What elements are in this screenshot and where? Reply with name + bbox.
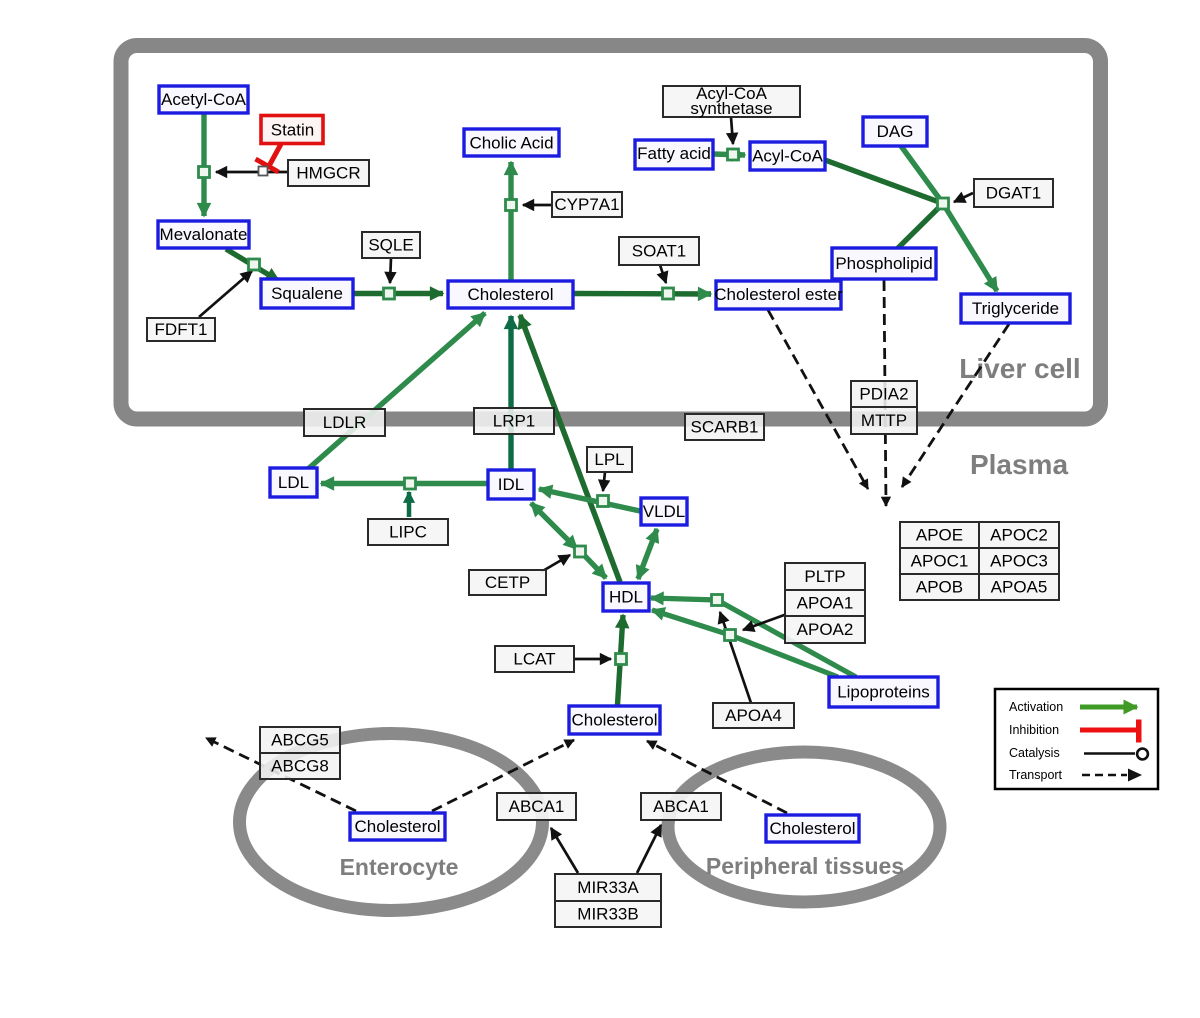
svg-text:APOA1: APOA1 [797, 594, 854, 613]
svg-text:Transport: Transport [1009, 768, 1063, 782]
svg-text:LDL: LDL [278, 473, 309, 492]
svg-text:APOC3: APOC3 [990, 552, 1048, 571]
svg-text:CYP7A1: CYP7A1 [554, 195, 619, 214]
svg-text:ABCG5: ABCG5 [271, 731, 329, 750]
svg-text:APOA4: APOA4 [725, 706, 782, 725]
svg-text:MTTP: MTTP [861, 411, 907, 430]
svg-text:LIPC: LIPC [389, 523, 427, 542]
svg-text:LRP1: LRP1 [493, 412, 536, 431]
svg-text:IDL: IDL [498, 475, 524, 494]
svg-text:SQLE: SQLE [368, 236, 413, 255]
svg-text:PDIA2: PDIA2 [859, 385, 908, 404]
svg-text:PLTP: PLTP [804, 567, 845, 586]
svg-text:Statin: Statin [271, 121, 314, 140]
svg-text:MIR33B: MIR33B [577, 905, 638, 924]
svg-text:Enterocyte: Enterocyte [340, 854, 459, 880]
svg-text:Liver cell: Liver cell [959, 353, 1080, 384]
svg-text:Phospholipid: Phospholipid [835, 254, 932, 273]
svg-text:Fatty acid: Fatty acid [637, 144, 711, 163]
svg-text:ABCA1: ABCA1 [653, 797, 709, 816]
svg-text:APOA5: APOA5 [991, 578, 1048, 597]
svg-text:ABCA1: ABCA1 [509, 797, 565, 816]
svg-text:SOAT1: SOAT1 [632, 242, 686, 261]
svg-text:Cholesterol: Cholesterol [770, 819, 856, 838]
svg-text:Acyl-CoA: Acyl-CoA [696, 84, 768, 103]
svg-text:DAG: DAG [877, 122, 914, 141]
svg-text:HMGCR: HMGCR [296, 164, 360, 183]
svg-text:APOC2: APOC2 [990, 526, 1048, 545]
svg-text:LCAT: LCAT [513, 650, 555, 669]
svg-text:SCARB1: SCARB1 [690, 418, 758, 437]
svg-text:Cholesterol ester: Cholesterol ester [714, 285, 843, 304]
svg-text:LDLR: LDLR [323, 413, 366, 432]
svg-text:LPL: LPL [594, 450, 624, 469]
svg-text:Activation: Activation [1009, 700, 1063, 714]
svg-text:Peripheral tissues: Peripheral tissues [706, 853, 904, 879]
svg-text:HDL: HDL [609, 588, 643, 607]
svg-text:APOE: APOE [916, 526, 963, 545]
svg-text:APOB: APOB [916, 578, 963, 597]
svg-text:Plasma: Plasma [970, 449, 1068, 480]
svg-text:Cholesterol: Cholesterol [468, 285, 554, 304]
svg-text:Squalene: Squalene [271, 284, 343, 303]
svg-text:Acyl-CoA: Acyl-CoA [752, 147, 824, 166]
svg-text:FDFT1: FDFT1 [155, 320, 208, 339]
svg-text:Triglyceride: Triglyceride [972, 299, 1059, 318]
svg-text:CETP: CETP [485, 573, 530, 592]
svg-text:Inhibition: Inhibition [1009, 723, 1059, 737]
svg-text:Mevalonate: Mevalonate [160, 225, 248, 244]
svg-text:APOA2: APOA2 [797, 620, 854, 639]
svg-text:Cholic Acid: Cholic Acid [469, 134, 553, 153]
svg-text:ABCG8: ABCG8 [271, 757, 329, 776]
svg-text:Lipoproteins: Lipoproteins [837, 683, 930, 702]
svg-text:VLDL: VLDL [643, 502, 686, 521]
svg-text:Cholesterol: Cholesterol [355, 817, 441, 836]
svg-text:APOC1: APOC1 [911, 552, 969, 571]
svg-text:Acetyl-CoA: Acetyl-CoA [161, 90, 247, 109]
svg-text:synthetase: synthetase [690, 99, 772, 118]
svg-text:Cholesterol: Cholesterol [572, 711, 658, 730]
svg-text:Catalysis: Catalysis [1009, 746, 1060, 760]
svg-text:DGAT1: DGAT1 [986, 184, 1041, 203]
svg-text:MIR33A: MIR33A [577, 878, 639, 897]
